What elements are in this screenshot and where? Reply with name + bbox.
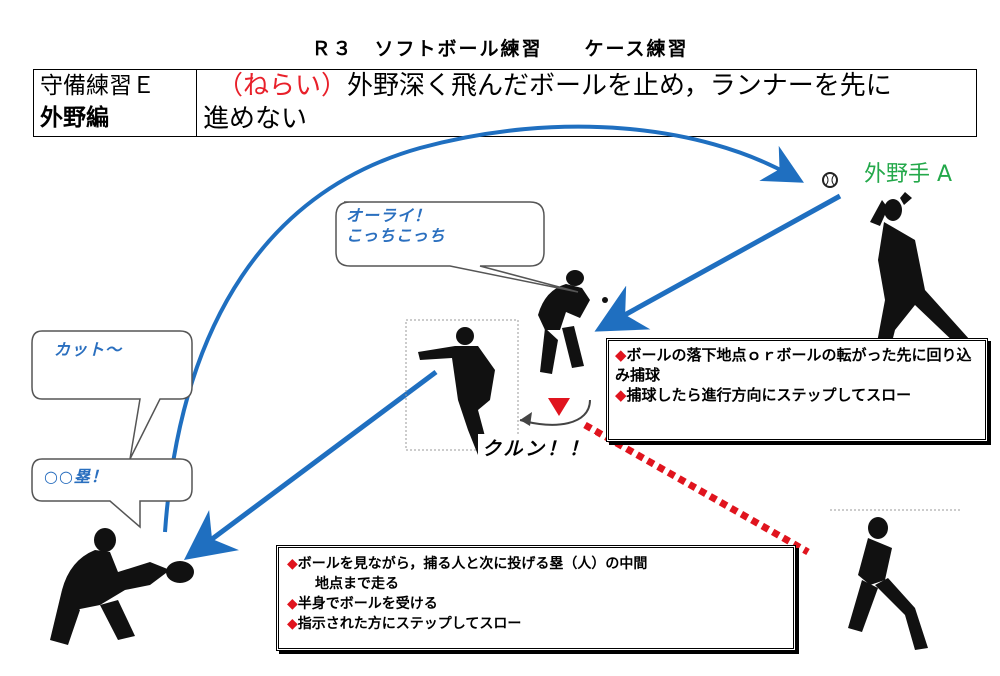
aim-text-line2: 進めない [203, 104, 308, 134]
category-cell: 守備練習Ｅ 外野編 [33, 69, 197, 137]
instruction-right-2-text: 捕球したら進行方向にステップしてスロー [626, 386, 912, 404]
aim-cell: （ねらい）外野深く飛んだボールを止め，ランナーを先に 進めない [196, 69, 977, 137]
long-throw-arc [163, 124, 804, 533]
red-marker-triangle [548, 398, 570, 416]
aim-text-line1: 外野深く飛んだボールを止め，ランナーを先に [347, 71, 892, 101]
instruction-right-1: ◆ボールの落下地点ｏｒボールの転がった先に回り込み捕球 [615, 345, 979, 385]
instruction-bottom-3-text: 半身でボールを受ける [297, 596, 438, 612]
instruction-bottom-1-text: ボールを見ながら，捕る人と次に投げる塁（人）の中間 [297, 556, 648, 572]
catcher-silhouette [50, 528, 194, 645]
instruction-bottom-1: ◆ボールを見ながら，捕る人と次に投げる塁（人）の中間 [287, 554, 785, 574]
bullet-icon: ◆ [615, 386, 627, 404]
bullet-icon: ◆ [287, 616, 298, 632]
softball-icon [822, 172, 838, 188]
bubble-allright [335, 201, 579, 293]
instruction-bottom-3: ◆半身でボールを受ける [287, 594, 785, 614]
throw-to-catcher-arrow [183, 369, 438, 560]
page-title: Ｒ３ ソフトボール練習 ケース練習 [311, 38, 689, 60]
instruction-bottom-4-text: 指示された方にステップしてスロー [297, 616, 522, 632]
instruction-right-1-text: ボールの落下地点ｏｒボールの転がった先に回り込み捕球 [615, 346, 972, 384]
header-table: 守備練習Ｅ 外野編 （ねらい）外野深く飛んだボールを止め，ランナーを先に 進めな… [33, 69, 977, 137]
bubble-cut [31, 330, 193, 460]
bubble-base-text: ○○塁！ [44, 467, 108, 486]
instruction-box-bottom: ◆ボールを見ながら，捕る人と次に投げる塁（人）の中間 地点まで走る ◆半身でボー… [276, 545, 796, 651]
throw-to-cutoff-arrow [594, 193, 842, 332]
instruction-bottom-2: 地点まで走る [287, 574, 785, 594]
bubble-cut-text: カット～ [54, 340, 123, 359]
runner-silhouette [848, 517, 928, 650]
category-line2: 外野編 [40, 105, 109, 131]
cutoff-player-silhouette [418, 327, 495, 455]
bullet-icon: ◆ [287, 596, 298, 612]
instruction-box-right: ◆ボールの落下地点ｏｒボールの転がった先に回り込み捕球 ◆捕球したら進行方向にス… [606, 338, 988, 442]
outfielder-a-label: 外野手 A [864, 162, 953, 187]
outfielder-silhouette [870, 192, 970, 350]
bullet-icon: ◆ [287, 556, 298, 572]
bullet-icon: ◆ [615, 346, 627, 364]
fielder-silhouette [538, 270, 590, 374]
bubble-allright-text: オーライ！ こっちこっち [346, 206, 446, 246]
instruction-bottom-2-text: 地点まで走る [315, 576, 399, 592]
kurun-label: クルン！！ [478, 434, 596, 461]
instruction-bottom-4: ◆指示された方にステップしてスロー [287, 614, 785, 634]
bubble-base [31, 458, 193, 529]
instruction-right-2: ◆捕球したら進行方向にステップしてスロー [615, 385, 979, 405]
aim-label: （ねらい） [217, 71, 348, 101]
category-line1: 守備練習Ｅ [40, 73, 155, 99]
bubble-allright-line1: オーライ！ [346, 206, 432, 225]
red-running-route [583, 421, 810, 556]
bubble-allright-line2: こっちこっち [346, 226, 446, 245]
